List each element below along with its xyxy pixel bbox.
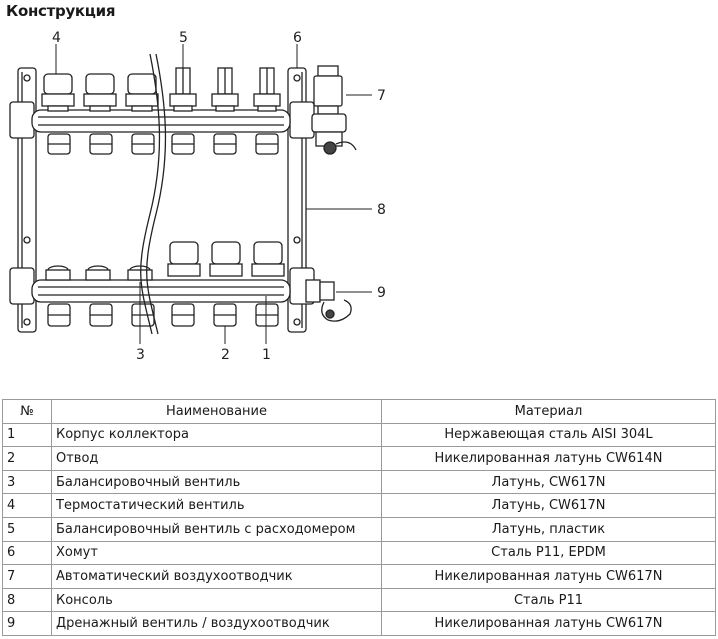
callout-6: 6 — [293, 30, 302, 46]
row-name: Консоль — [51, 587, 382, 613]
bracket-right — [287, 67, 315, 333]
row-name: Балансировочный вентиль с расходомером — [51, 516, 382, 542]
callout-2: 2 — [221, 347, 230, 363]
automatic-air-vent — [311, 65, 357, 155]
balancing-valve — [45, 265, 153, 281]
bottom-outlets — [47, 303, 279, 327]
row-num: 3 — [2, 469, 52, 495]
row-num: 7 — [2, 564, 52, 589]
manifold-drawing: 4 5 6 7 8 9 3 2 1 — [9, 30, 386, 363]
specification-table: № Наименование Материал 1 Корпус коллект… — [2, 399, 716, 636]
callout-3: 3 — [136, 347, 145, 363]
header-name: Наименование — [51, 399, 382, 424]
thermostatic-valve — [83, 73, 117, 112]
row-name: Отвод — [51, 446, 382, 471]
row-name: Корпус коллектора — [51, 422, 382, 448]
callout-9: 9 — [377, 285, 386, 301]
table-row: 3 Балансировочный вентиль Латунь, CW617N — [2, 469, 716, 495]
row-num: 8 — [2, 587, 52, 613]
table-row: 4 Термостатический вентиль Латунь, CW617… — [2, 493, 716, 518]
row-material: Сталь P11, EPDM — [381, 540, 716, 566]
break-lines — [140, 53, 167, 335]
callout-1: 1 — [262, 347, 271, 363]
row-material: Никелированная латунь CW614N — [381, 446, 716, 471]
table-row: 5 Балансировочный вентиль с расходомером… — [2, 516, 716, 542]
callout-4: 4 — [52, 30, 61, 46]
thermostatic-valve — [41, 73, 75, 112]
row-name: Автоматический воздухоотводчик — [51, 564, 382, 589]
row-num: 1 — [2, 422, 52, 448]
row-material: Нержавеющая сталь AISI 304L — [381, 422, 716, 448]
row-material: Латунь, CW617N — [381, 493, 716, 518]
row-material: Сталь P11 — [381, 587, 716, 613]
manifold-diagram: 4 5 6 7 8 9 3 2 1 — [0, 24, 718, 374]
callout-5: 5 — [179, 30, 188, 46]
table-row: 7 Автоматический воздухоотводчик Никелир… — [2, 564, 716, 589]
flowmeter-valve — [169, 67, 197, 112]
row-num: 6 — [2, 540, 52, 566]
table-row: 1 Корпус коллектора Нержавеющая сталь AI… — [2, 422, 716, 448]
row-material: Латунь, CW617N — [381, 469, 716, 495]
row-material: Латунь, пластик — [381, 516, 716, 542]
row-num: 4 — [2, 493, 52, 518]
row-material: Никелированная латунь CW617N — [381, 564, 716, 589]
drain-valve — [305, 279, 352, 322]
table-row: 2 Отвод Никелированная латунь CW614N — [2, 446, 716, 471]
callout-7: 7 — [377, 88, 386, 104]
bottom-manifold-body — [31, 279, 291, 303]
header-material: Материал — [381, 399, 716, 424]
bracket-left — [9, 67, 37, 333]
flowmeter-valve — [253, 67, 281, 112]
row-num: 9 — [2, 611, 52, 636]
table-row: 8 Консоль Сталь P11 — [2, 587, 716, 613]
callouts: 4 5 6 7 8 9 3 2 1 — [52, 30, 386, 363]
flowmeter-valve — [211, 67, 239, 112]
header-num: № — [2, 399, 52, 424]
row-name: Балансировочный вентиль — [51, 469, 382, 495]
bottom-valve-heads — [167, 241, 285, 277]
top-manifold-body — [31, 109, 291, 133]
thermostatic-valve — [125, 73, 159, 112]
row-name: Хомут — [51, 540, 382, 566]
row-name: Термостатический вентиль — [51, 493, 382, 518]
leader-lines — [55, 44, 372, 344]
row-num: 2 — [2, 446, 52, 471]
row-material: Никелированная латунь CW617N — [381, 611, 716, 636]
page-title: Конструкция — [6, 2, 116, 20]
row-num: 5 — [2, 516, 52, 542]
table-row: 9 Дренажный вентиль / воздухоотводчик Ни… — [2, 611, 716, 636]
callout-8: 8 — [377, 202, 386, 218]
top-outlets — [47, 133, 279, 155]
table-row: 6 Хомут Сталь P11, EPDM — [2, 540, 716, 566]
row-name: Дренажный вентиль / воздухоотводчик — [51, 611, 382, 636]
table-header-row: № Наименование Материал — [2, 399, 716, 424]
